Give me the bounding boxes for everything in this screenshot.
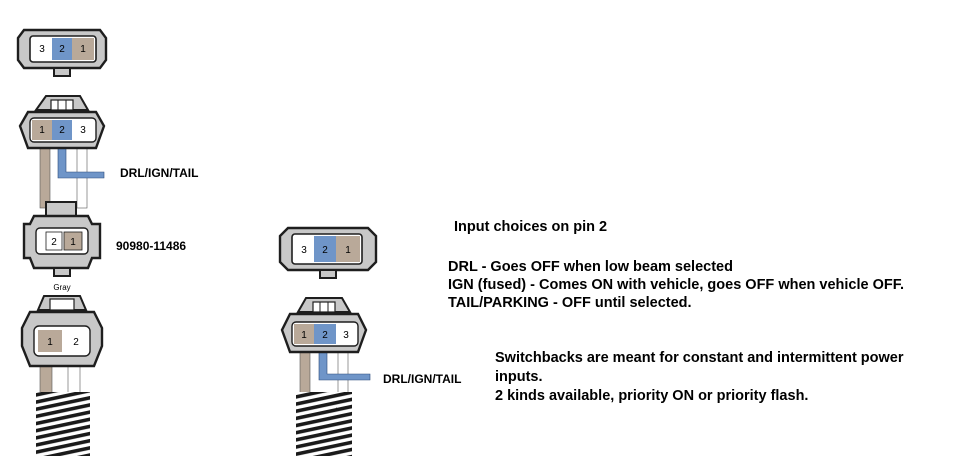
pin-label: 1 (301, 330, 307, 341)
switchback-note-line2: inputs. (495, 369, 543, 385)
pin-label: 2 (322, 330, 328, 341)
right-wire-loom (296, 392, 352, 456)
pin-label: 3 (301, 245, 307, 256)
right-connector-top: 3 2 1 (278, 226, 378, 279)
left-wire-tan-upper (39, 147, 51, 209)
input-choices-heading: Input choices on pin 2 (454, 219, 607, 235)
pin-label: 2 (73, 337, 79, 348)
left-part-number: 90980-11486 (116, 239, 186, 253)
left-wire-white-lower (67, 364, 81, 396)
pin-label: 2 (59, 125, 65, 136)
right-connector-second: 1 2 3 (280, 297, 368, 354)
left-wire-tan-lower (39, 364, 53, 396)
pin-label: 1 (47, 337, 53, 348)
right-wire-white (337, 349, 349, 395)
tail-description: TAIL/PARKING - OFF until selected. (448, 295, 692, 311)
pin-label: 3 (39, 44, 45, 55)
pin-label: 3 (343, 330, 349, 341)
left-connector-top: 3 2 1 (16, 28, 108, 77)
drl-description: DRL - Goes OFF when low beam selected (448, 259, 733, 275)
pin-label: 2 (59, 44, 65, 55)
right-wire-tan (299, 349, 311, 395)
pin-label: 1 (39, 125, 45, 136)
left-wire-loom (36, 392, 90, 456)
pin-label: 1 (80, 44, 86, 55)
left-harness-diagram: 3 2 1 1 2 3 DRL/IGN/TAIL 2 (16, 28, 198, 456)
switchback-note-line3: 2 kinds available, priority ON or priori… (495, 388, 808, 404)
pin-label: 1 (70, 237, 76, 248)
right-harness-diagram: 3 2 1 1 2 3 DRL/IGN/TAIL (278, 226, 461, 456)
left-color-label: Gray (53, 283, 70, 292)
pin-label: 2 (322, 245, 328, 256)
left-connector-second: 1 2 3 (18, 95, 106, 150)
left-callout-drl-label: DRL/IGN/TAIL (120, 166, 198, 180)
switchback-note-line1: Switchbacks are meant for constant and i… (495, 350, 904, 366)
left-connector-mid: 2 1 (22, 201, 102, 277)
pin-label: 2 (51, 237, 57, 248)
ign-description: IGN (fused) - Comes ON with vehicle, goe… (448, 277, 904, 293)
left-connector-bottom: 1 2 (20, 295, 104, 368)
pin-label: 1 (345, 245, 351, 256)
explanation-text: Input choices on pin 2 DRL - Goes OFF wh… (448, 219, 904, 404)
pin-label: 3 (80, 125, 86, 136)
right-callout-drl-label: DRL/IGN/TAIL (383, 372, 461, 386)
